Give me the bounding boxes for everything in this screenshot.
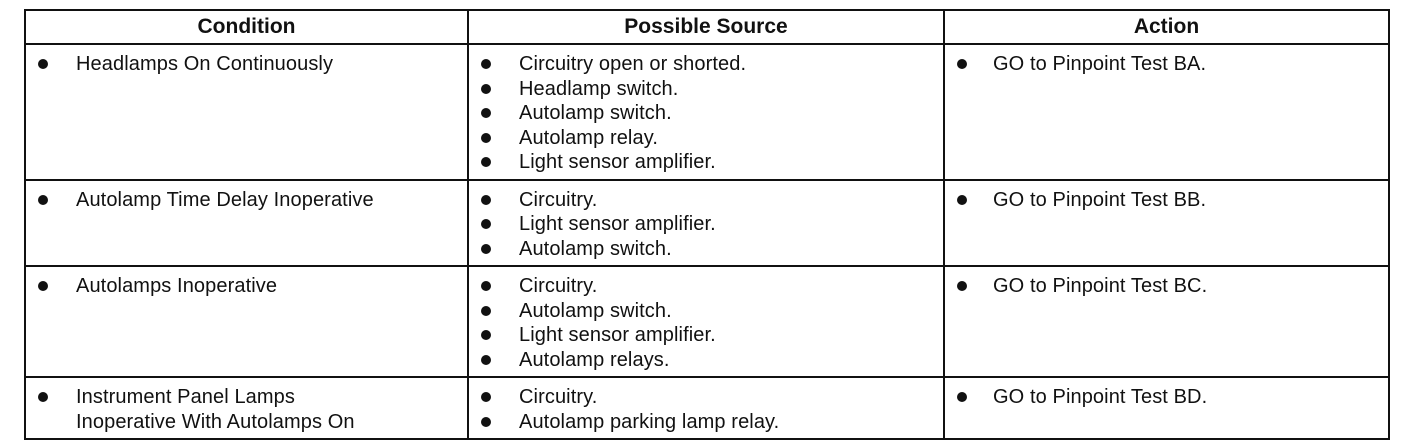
action-cell: GO to Pinpoint Test BD.: [943, 376, 1390, 440]
source-text: Autolamp parking lamp relay.: [519, 410, 780, 433]
action-cell: GO to Pinpoint Test BC.: [943, 265, 1390, 378]
header-action: Action: [943, 9, 1390, 45]
action-item: GO to Pinpoint Test BD.: [945, 385, 1388, 410]
source-item: Circuitry.: [469, 274, 943, 299]
action-cell: GO to Pinpoint Test BA.: [943, 43, 1390, 181]
bullet-icon: [481, 157, 491, 167]
source-text: Autolamp switch.: [519, 237, 672, 260]
source-item: Autolamp switch.: [469, 299, 943, 324]
header-condition: Condition: [24, 9, 469, 45]
source-item: Circuitry.: [469, 188, 943, 213]
condition-cell: Autolamps Inoperative: [24, 265, 469, 378]
source-text: Autolamp switch.: [519, 299, 672, 322]
condition-text: Instrument Panel Lamps: [76, 386, 295, 408]
bullet-icon: [38, 194, 48, 205]
condition-item: Headlamps On Continuously: [26, 52, 467, 77]
bullet-icon: [957, 392, 967, 402]
bullet-icon: [38, 59, 48, 69]
source-item: Autolamp relays.: [469, 348, 943, 373]
bullet-icon: [481, 194, 491, 205]
source-text: Circuitry.: [519, 386, 598, 408]
source-item: Autolamp relay.: [469, 126, 943, 151]
source-cell: Circuitry. Autolamp parking lamp relay.: [467, 376, 945, 440]
bullet-icon: [957, 194, 967, 205]
condition-text: Headlamps On Continuously: [76, 53, 334, 75]
source-text: Light sensor amplifier.: [519, 151, 716, 173]
diagnosis-table: Condition Possible Source Action Headlam…: [24, 9, 1390, 440]
bullet-icon: [481, 416, 491, 427]
bullet-icon: [38, 392, 48, 402]
action-text: GO to Pinpoint Test BB.: [993, 188, 1207, 211]
bullet-icon: [481, 281, 491, 291]
source-item: Light sensor amplifier.: [469, 212, 943, 237]
condition-item: Autolamp Time Delay Inoperative: [26, 188, 467, 213]
source-text: Circuitry.: [519, 275, 598, 297]
condition-cell: Instrument Panel Lamps Inoperative With …: [24, 376, 469, 440]
source-item: Autolamp switch.: [469, 237, 943, 262]
source-text: Headlamp switch.: [519, 77, 679, 100]
bullet-icon: [481, 392, 491, 402]
source-item: Light sensor amplifier.: [469, 150, 943, 175]
action-text: GO to Pinpoint Test BC.: [993, 275, 1208, 297]
source-text: Circuitry open or shorted.: [519, 53, 747, 75]
bullet-icon: [481, 243, 491, 254]
condition-cell: Headlamps On Continuously: [24, 43, 469, 181]
table-row: Autolamp Time Delay Inoperative Circuitr…: [24, 178, 1390, 267]
action-item: GO to Pinpoint Test BB.: [945, 188, 1388, 213]
source-cell: Circuitry open or shorted. Headlamp swit…: [467, 43, 945, 181]
condition-text: Autolamp Time Delay Inoperative: [76, 188, 374, 211]
source-item: Autolamp switch.: [469, 101, 943, 126]
condition-item: Instrument Panel Lamps Inoperative With …: [26, 385, 467, 434]
condition-cell: Autolamp Time Delay Inoperative: [24, 178, 469, 267]
action-cell: GO to Pinpoint Test BB.: [943, 178, 1390, 267]
source-item: Autolamp parking lamp relay.: [469, 410, 943, 435]
condition-text: Inoperative With Autolamps On: [76, 410, 355, 433]
source-text: Light sensor amplifier.: [519, 324, 716, 346]
bullet-icon: [481, 354, 491, 365]
header-possible-source: Possible Source: [467, 9, 945, 45]
source-item: Light sensor amplifier.: [469, 323, 943, 348]
bullet-icon: [481, 108, 491, 118]
bullet-icon: [481, 305, 491, 316]
table-row: Headlamps On Continuously Circuitry open…: [24, 43, 1390, 181]
action-item: GO to Pinpoint Test BC.: [945, 274, 1388, 299]
bullet-icon: [957, 59, 967, 69]
action-text: GO to Pinpoint Test BD.: [993, 386, 1208, 408]
bullet-icon: [481, 330, 491, 340]
bullet-icon: [481, 219, 491, 229]
action-text: GO to Pinpoint Test BA.: [993, 53, 1207, 75]
source-item: Headlamp switch.: [469, 77, 943, 102]
action-item: GO to Pinpoint Test BA.: [945, 52, 1388, 77]
source-cell: Circuitry. Autolamp switch. Light sensor…: [467, 265, 945, 378]
table-row: Instrument Panel Lamps Inoperative With …: [24, 376, 1390, 440]
header-row: Condition Possible Source Action: [24, 9, 1390, 45]
source-item: Circuitry.: [469, 385, 943, 410]
bullet-icon: [38, 281, 48, 291]
condition-text: Autolamps Inoperative: [76, 275, 278, 297]
condition-item: Autolamps Inoperative: [26, 274, 467, 299]
bullet-icon: [957, 281, 967, 291]
bullet-icon: [481, 83, 491, 94]
table-row: Autolamps Inoperative Circuitry. Autolam…: [24, 265, 1390, 378]
source-cell: Circuitry. Light sensor amplifier. Autol…: [467, 178, 945, 267]
source-text: Autolamp relays.: [519, 348, 670, 371]
bullet-icon: [481, 59, 491, 69]
source-text: Light sensor amplifier.: [519, 213, 716, 235]
source-text: Autolamp switch.: [519, 102, 672, 124]
source-text: Autolamp relay.: [519, 126, 658, 149]
source-text: Circuitry.: [519, 188, 598, 211]
source-item: Circuitry open or shorted.: [469, 52, 943, 77]
bullet-icon: [481, 132, 491, 143]
